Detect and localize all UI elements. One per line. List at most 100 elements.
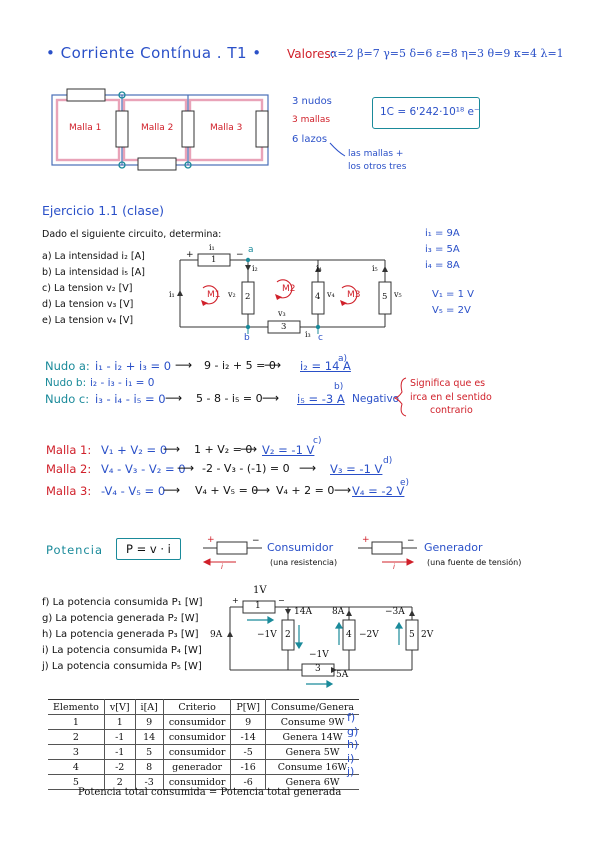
power-tasks: f) La potencia consumida P₁ [W] g) La po… <box>42 597 203 677</box>
potencia-title: Potencia <box>46 543 103 557</box>
consumidor-plus: + <box>207 535 215 545</box>
c2-i1-label: 9A <box>210 630 223 640</box>
table-row: 3 -1 5 consumidor -5 Genera 5W <box>48 744 360 760</box>
table-cell: 3 <box>48 744 105 760</box>
table-cell: 2 <box>48 729 105 745</box>
c2-r1-label: 1 <box>255 601 261 611</box>
malla1-label: Malla 1 <box>69 123 102 133</box>
exercise-intro: Dado el siguiente circuito, determina: <box>42 229 222 240</box>
malla3-eq: -V₄ - V₅ = 0 <box>101 484 166 498</box>
arrow-icon: ⟶ <box>175 358 193 372</box>
malla1-step: 1 + V₂ = 0 <box>194 443 253 456</box>
malla3-step: V₄ + V₅ = 0 <box>195 484 259 497</box>
table-cell: -1 <box>103 744 136 760</box>
c1-r2-label: 2 <box>245 292 251 302</box>
arrow-icon: ⟶ <box>253 483 271 497</box>
nudos-count: 3 nudos <box>292 96 332 107</box>
column-header: v[V] <box>103 699 136 715</box>
malla3-tag: e) <box>400 478 410 488</box>
arrow-icon: ⟶ <box>262 391 280 405</box>
malla3-result: V₄ = -2 V <box>352 484 405 498</box>
nudo-a-tag: a) <box>338 354 348 364</box>
values-label: Valores: <box>287 47 335 61</box>
side-label: j) <box>347 765 355 778</box>
column-header: Elemento <box>48 699 105 715</box>
malla1-result: V₂ = -1 V <box>262 443 315 457</box>
table-cell: -14 <box>230 729 266 745</box>
generador-minus: − <box>407 536 415 546</box>
table-cell: consumidor <box>162 774 232 790</box>
table-cell: generador <box>162 759 232 775</box>
m3-label: M3 <box>347 290 361 300</box>
c1-i1-left-label: i₁ <box>169 290 175 299</box>
charge-text: 1C = 6'242·10¹⁸ e⁻ <box>380 106 480 118</box>
c2-v4-label: −2V <box>359 630 379 640</box>
c1-i5-label: i₅ <box>372 264 378 273</box>
malla1-eq-label: Malla 1: <box>46 443 92 457</box>
givens-currents: i₁ = 9A i₃ = 5A i₄ = 8A <box>425 226 460 274</box>
table-cell: Genera 5W <box>264 744 360 760</box>
task-item: h) La potencia generada P₃ [W] <box>42 629 199 640</box>
lazos-count: 6 lazos <box>292 134 328 145</box>
exercise-title: Ejercicio 1.1 (clase) <box>42 203 165 218</box>
c2-v5-label: 2V <box>421 630 434 640</box>
arrow-icon: ⟶ <box>264 358 282 372</box>
nudo-a-eq: i₁ - i₂ + i₃ = 0 <box>95 359 172 373</box>
task-item: i) La potencia consumida P₄ [W] <box>42 645 202 656</box>
c1-i3-label: i₃ <box>305 330 311 339</box>
c1-plus: + <box>186 250 194 260</box>
m1-label: M1 <box>207 290 221 300</box>
table-cell: 2 <box>103 774 136 790</box>
node-a-label: a <box>248 245 254 255</box>
malla1-eq: V₁ + V₂ = 0 <box>101 443 168 457</box>
consumidor-label: Consumidor <box>267 541 334 554</box>
c1-v4-label: v₄ <box>327 290 335 299</box>
table-cell: -1 <box>103 729 136 745</box>
table-row: 1 1 9 consumidor 9 Consume 9W <box>48 714 360 730</box>
table-cell: Genera 14W <box>264 729 360 745</box>
generador-note: (una fuente de tensión) <box>427 558 522 567</box>
side-label: f) <box>347 711 356 724</box>
column-header: Criterio <box>162 699 232 715</box>
table-cell: 14 <box>134 729 164 745</box>
malla1-tag: c) <box>313 436 322 446</box>
c1-minus: − <box>236 250 244 260</box>
nudo-b-eq: i₂ - i₃ - i₁ = 0 <box>90 377 155 389</box>
table-cell: 5 <box>48 774 105 790</box>
table-row: 5 2 -3 consumidor -6 Genera 6W <box>48 774 360 790</box>
table-cell: 5 <box>134 744 164 760</box>
table-cell: 4 <box>48 759 105 775</box>
table-cell: Consume 9W <box>264 714 360 730</box>
malla2-eq-label: Malla 2: <box>46 462 92 476</box>
c1-i1-label: i₁ <box>209 243 215 252</box>
table-cell: 1 <box>103 714 136 730</box>
consumidor-note: (una resistencia) <box>270 558 338 567</box>
node-b-label: b <box>244 333 250 343</box>
page-title: • Corriente Contínua . T1 • <box>46 44 262 62</box>
nudo-c-eq: i₃ - i₄ - i₅ = 0 <box>95 392 166 406</box>
table-cell: 1 <box>48 714 105 730</box>
malla2-eq: V₄ - V₃ - V₂ = 0 <box>101 462 186 476</box>
table-side-labels: f) g) h) i) j) <box>347 711 358 779</box>
c1-r4-label: 4 <box>315 292 321 302</box>
column-header: i[A] <box>134 699 164 715</box>
nudo-c-tag: b) <box>334 382 344 392</box>
malla3-eq-label: Malla 3: <box>46 484 92 498</box>
nudo-a-result: i₂ = 14 A <box>300 359 351 373</box>
given-value: i₄ = 8A <box>425 260 460 271</box>
nudo-c-label: Nudo c: <box>45 392 90 406</box>
arrow-icon: ⟶ <box>177 461 195 475</box>
c1-i2-label: i₂ <box>252 264 258 273</box>
m2-label: M2 <box>282 284 296 294</box>
c2-i3-label: 5A <box>336 670 349 680</box>
exercise-items: a) La intensidad i₂ [A] b) La intensidad… <box>42 249 145 329</box>
exercise-item: a) La intensidad i₂ [A] <box>42 251 145 262</box>
arrow-icon: ⟶ <box>165 391 183 405</box>
arrow-icon: ⟶ <box>163 483 181 497</box>
c2-v3-label: −1V <box>309 650 329 660</box>
c1-r1-label: 1 <box>211 255 217 265</box>
